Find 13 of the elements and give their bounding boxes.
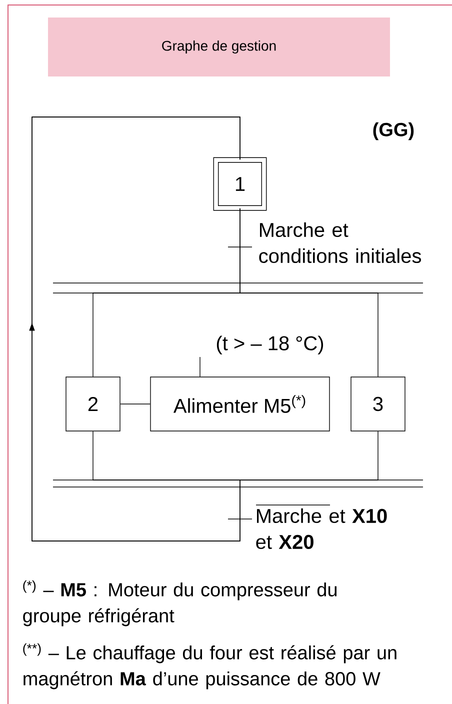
graph-name: (GG) xyxy=(373,122,414,140)
footnote: $^{(**)}$ – Le chauffage du four est réalisé par un magnétron Ma d’une puissance de 800 W xyxy=(23,643,396,690)
condition-label: (t > – 18 °C) xyxy=(216,336,324,354)
transition-label: Marche et conditions initiales xyxy=(259,222,421,264)
transition-label: Marche et X10 et X20 xyxy=(256,508,387,550)
initial-step-box: 1 xyxy=(213,157,267,211)
step-box: 3 xyxy=(350,376,406,432)
step-box: 2 xyxy=(66,376,120,432)
footnote: $^{(*)}$ – M5 : Moteur du compresseur du groupe réfrigérant xyxy=(23,580,337,626)
title-band: Graphe de gestion xyxy=(48,18,390,76)
action-box: Alimenter M5$^{(*)}$ xyxy=(150,376,330,432)
connector xyxy=(29,116,378,542)
connector xyxy=(240,208,378,377)
